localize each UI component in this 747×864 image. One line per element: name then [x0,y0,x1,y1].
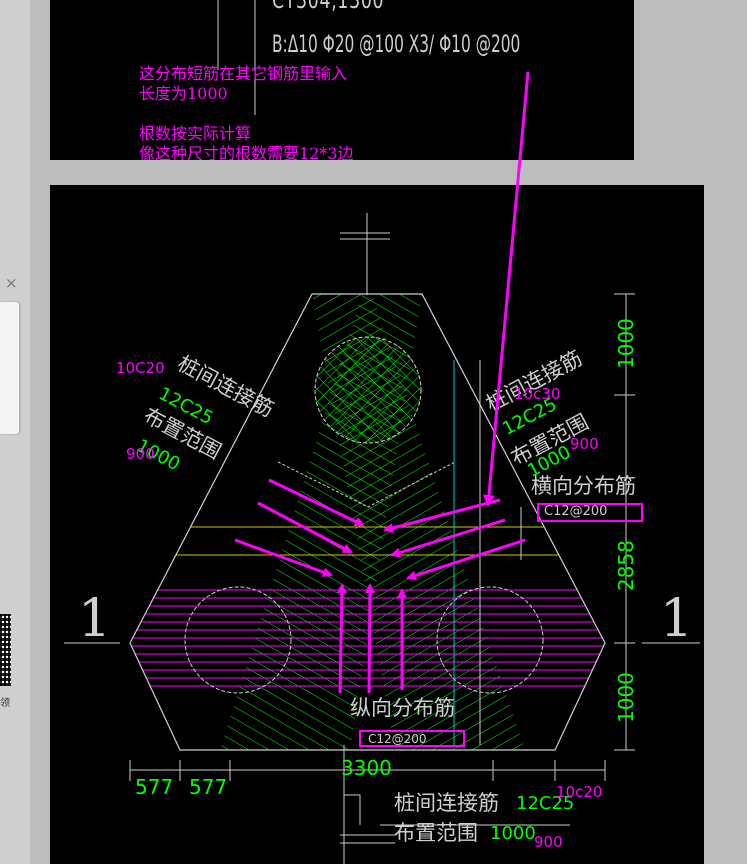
cad-text-line-2: B:Δ10 Φ20 @100 X3/ Φ10 @200 [272,30,521,58]
annotation-note: 这分布短筋在其它钢筋里输入 长度为1000 根数按实际计算 像这种尺寸的根数需要… [139,64,354,160]
dim-right-bottom: 1000 [614,672,638,723]
cad-text-line-1: CT304,1300 [272,0,385,14]
note-line: 长度为1000 [139,84,228,103]
pile-cap-outline [129,293,606,751]
close-icon[interactable]: × [5,274,18,292]
dim-bottom-1: 577 [135,775,174,799]
qr-code-icon [0,614,11,686]
right-width: 900 [570,435,599,453]
vertical-code-box [359,730,465,747]
note-line [139,104,354,124]
dim-bottom-2: 577 [189,775,228,799]
bottom-length: 1000 [490,823,536,844]
left-code-a: 10C20 [116,359,165,377]
left-width: 900 [126,445,155,463]
bottom-code: 12C25 [516,793,575,814]
section-mark-right: 1 [660,589,694,649]
vertical-bar-label: 纵向分布筋 [350,696,455,720]
cad-viewport-main[interactable]: 1 1 10C20 12C25 桩间连接筋 布置范围 1000 900 桩间连接… [50,185,704,864]
horizontal-bar-label: 横向分布筋 [531,474,636,498]
side-qr-panel[interactable]: 领 [0,302,19,709]
note-line: 像这种尺寸的根数需要12*3边 [139,144,354,160]
vertical-bar-code: C12@200 [368,732,427,746]
annotation-arrows [234,478,526,694]
dim-bottom-total: 3300 [341,756,392,780]
bottom-label-1: 桩间连接筋 [394,791,499,815]
horizontal-code-box [537,503,643,522]
bottom-label-2: 布置范围 [394,821,478,845]
dim-right-top: 1000 [614,318,638,369]
horizontal-bar-code: C12@200 [544,504,608,519]
section-mark-left: 1 [78,589,112,649]
cad-viewport-top[interactable]: CT304,1300 B:Δ10 Φ20 @100 X3/ Φ10 @200 这… [50,0,634,160]
dim-right-middle: 2858 [614,540,638,591]
note-line: 这分布短筋在其它钢筋里输入 [139,64,348,83]
side-panel-label: 领 [0,698,10,709]
top-linework [217,0,256,115]
note-line: 根数按实际计算 [139,124,252,143]
bottom-code-small: 10c20 [556,783,603,801]
bottom-width: 900 [534,833,563,851]
